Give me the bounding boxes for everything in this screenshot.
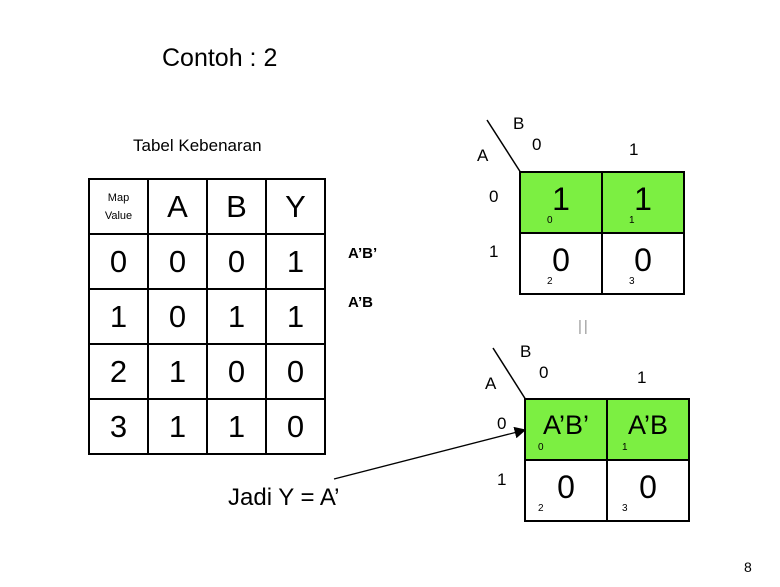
kmap1-cell-2-value: 0 [552, 242, 570, 278]
kmap1-cell-1: 1 1 [601, 171, 685, 234]
side-term-2: A’B [348, 294, 374, 311]
kmap1-row-1: 0 2 0 3 [519, 232, 685, 295]
separator-mark: || [578, 318, 590, 335]
kmap1-cell-0-value: 1 [552, 181, 570, 217]
kmap2-cell-3-value: 0 [639, 469, 657, 505]
table-cell: 0 [206, 233, 267, 290]
table-title: Tabel Kebenaran [133, 136, 262, 155]
table-cell: 3 [88, 398, 149, 455]
kmap1-var-a: A [477, 146, 489, 165]
table-row: 3 1 1 0 [88, 398, 326, 455]
table-row: 0 0 0 1 [88, 233, 326, 290]
kmap1-row-0: 1 0 1 1 [519, 171, 685, 234]
kmap1-row-label-0: 0 [489, 187, 499, 206]
kmap2-cell-2-index: 2 [538, 503, 544, 514]
kmap1-cell-0-index: 0 [547, 215, 553, 226]
kmap1-col-label-1: 1 [629, 140, 639, 159]
kmap2-cell-1-value: A’B [627, 410, 668, 440]
table-cell: 0 [206, 343, 267, 400]
table-cell: 1 [265, 288, 326, 345]
table-cell: 1 [206, 398, 267, 455]
kmap2-cell-0: A’B’ 0 [524, 398, 608, 461]
kmap1-cell-2: 0 2 [519, 232, 603, 295]
table-cell: 0 [265, 398, 326, 455]
kmap2-var-b: B [520, 342, 532, 361]
table-cell: 1 [265, 233, 326, 290]
kmap2-var-a: A [485, 374, 497, 393]
kmap2-cell-3-index: 3 [622, 503, 628, 514]
kmap2: A’B’ 0 A’B 1 0 2 0 3 [524, 398, 690, 522]
kmap2-cell-1-index: 1 [622, 442, 628, 453]
kmap2-corner-diagonal [492, 347, 527, 401]
kmap1: 1 0 1 1 0 2 0 3 [519, 171, 685, 295]
page-number: 8 [744, 559, 752, 575]
conclusion-arrow [333, 426, 527, 480]
kmap1-cell-1-index: 1 [629, 215, 635, 226]
table-row: 2 1 0 0 [88, 343, 326, 400]
kmap2-row-0: A’B’ 0 A’B 1 [524, 398, 690, 461]
table-cell: 0 [265, 343, 326, 400]
map-value-header-line1: Map [107, 191, 130, 204]
kmap2-row-label-1: 1 [497, 470, 507, 489]
kmap1-var-b: B [513, 114, 525, 133]
header-b: B [206, 178, 267, 235]
side-term-1: A’B’ [348, 245, 378, 262]
table-cell: 0 [147, 288, 208, 345]
table-cell: 0 [88, 233, 149, 290]
kmap2-cell-3: 0 3 [606, 459, 690, 522]
kmap2-cell-0-index: 0 [538, 442, 544, 453]
kmap1-row-label-1: 1 [489, 242, 499, 261]
kmap1-cell-1-value: 1 [634, 181, 652, 217]
table-row: 1 0 1 1 [88, 288, 326, 345]
kmap1-cell-0: 1 0 [519, 171, 603, 234]
table-cell: 1 [147, 343, 208, 400]
kmap1-cell-2-index: 2 [547, 276, 553, 287]
map-value-header-line2: Value [104, 209, 133, 222]
kmap2-cell-0-value: A’B’ [542, 410, 589, 440]
kmap1-cell-3-index: 3 [629, 276, 635, 287]
slide-title: Contoh : 2 [162, 44, 278, 72]
table-cell: 1 [147, 398, 208, 455]
kmap1-cell-3: 0 3 [601, 232, 685, 295]
kmap2-row-label-0: 0 [497, 414, 507, 433]
header-a: A [147, 178, 208, 235]
truth-table: Map Value A B Y 0 0 0 1 1 0 1 1 2 1 0 0 … [88, 178, 326, 455]
conclusion-equation: Jadi Y = A’ [228, 484, 340, 511]
kmap2-row-1: 0 2 0 3 [524, 459, 690, 522]
table-cell: 0 [147, 233, 208, 290]
header-y: Y [265, 178, 326, 235]
truth-table-header-row: Map Value A B Y [88, 178, 326, 235]
kmap2-cell-1: A’B 1 [606, 398, 690, 461]
map-value-header: Map Value [88, 178, 149, 235]
table-cell: 2 [88, 343, 149, 400]
kmap2-col-label-0: 0 [539, 363, 549, 382]
kmap2-col-label-1: 1 [637, 368, 647, 387]
kmap1-corner-diagonal [486, 119, 522, 174]
kmap2-cell-2: 0 2 [524, 459, 608, 522]
table-cell: 1 [206, 288, 267, 345]
kmap2-cell-2-value: 0 [557, 469, 575, 505]
kmap1-cell-3-value: 0 [634, 242, 652, 278]
table-cell: 1 [88, 288, 149, 345]
kmap1-col-label-0: 0 [532, 135, 542, 154]
